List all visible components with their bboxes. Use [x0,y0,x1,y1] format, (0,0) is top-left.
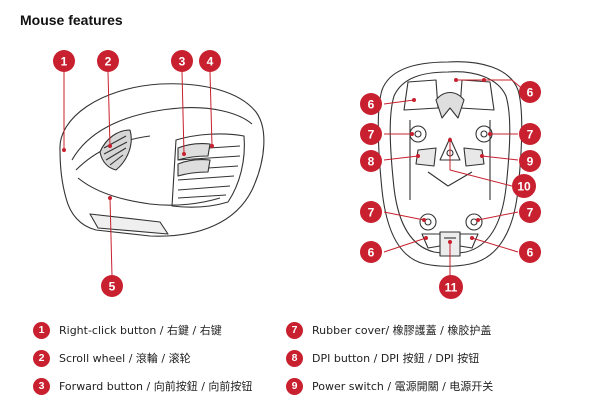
callout-4: 4 [199,50,221,72]
legend-item-9: 9 Power switch / 電源開關 / 电源开关 [286,377,493,395]
side-leader-lines [63,71,213,277]
legend-badge: 9 [286,377,303,395]
page-title: Mouse features [20,12,123,28]
svg-text:7: 7 [527,128,534,142]
svg-text:6: 6 [527,246,534,260]
bottom-callouts: 6 6 7 7 8 9 10 7 7 6 6 11 [360,81,541,299]
legend-badge: 1 [33,321,50,339]
callout-9: 9 [519,150,541,172]
svg-text:6: 6 [368,98,375,112]
svg-text:1: 1 [61,55,68,69]
svg-text:3: 3 [179,55,186,69]
callout-7-lower-left: 7 [360,201,382,223]
svg-text:5: 5 [109,280,116,294]
legend-badge: 2 [33,349,50,367]
legend-item-3: 3 Forward button / 向前按鈕 / 向前按钮 [33,377,252,395]
callout-7-upper-right: 7 [519,123,541,145]
svg-text:7: 7 [368,206,375,220]
svg-text:6: 6 [527,86,534,100]
callout-6-top-right: 6 [519,81,541,103]
callout-6-top-left: 6 [360,93,382,115]
svg-text:9: 9 [527,155,534,169]
svg-text:8: 8 [368,155,375,169]
legend-badge: 3 [33,377,50,395]
callout-8: 8 [360,150,382,172]
callout-5: 5 [101,275,123,297]
svg-text:10: 10 [517,180,531,194]
legend-item-8: 8 DPI button / DPI 按鈕 / DPI 按钮 [286,349,479,367]
mouse-side-view [59,83,265,237]
svg-text:7: 7 [368,128,375,142]
svg-text:11: 11 [445,281,458,295]
callout-7-lower-right: 7 [519,201,541,223]
legend-badge: 7 [286,321,303,339]
callout-11: 11 [439,275,463,299]
svg-text:2: 2 [105,55,112,69]
legend-label: Forward button / 向前按鈕 / 向前按钮 [59,380,253,393]
svg-text:4: 4 [207,55,214,69]
callout-3: 3 [171,50,193,72]
callout-10: 10 [512,174,536,198]
legend-label: Rubber cover/ 橡膠護蓋 / 橡胶护盖 [312,324,492,337]
bottom-leader-dots [410,78,492,244]
legend-label: Power switch / 電源開關 / 电源开关 [312,380,494,393]
legend-item-7: 7 Rubber cover/ 橡膠護蓋 / 橡胶护盖 [286,321,491,339]
legend-label: Scroll wheel / 滾輪 / 滚轮 [59,352,191,365]
callout-6-bottom-right: 6 [519,241,541,263]
callout-7-upper-left: 7 [360,123,382,145]
svg-text:6: 6 [368,246,375,260]
legend-item-1: 1 Right-click button / 右鍵 / 右键 [33,321,222,339]
legend-label: Right-click button / 右鍵 / 右键 [59,324,222,337]
legend-item-2: 2 Scroll wheel / 滾輪 / 滚轮 [33,349,191,367]
legend-badge: 8 [286,349,303,367]
callout-6-bottom-left: 6 [360,241,382,263]
side-callouts: 1 2 3 4 5 [53,50,221,297]
svg-text:7: 7 [527,206,534,220]
side-leader-dots [62,144,214,200]
callout-1: 1 [53,50,75,72]
legend-label: DPI button / DPI 按鈕 / DPI 按钮 [312,352,480,365]
callout-2: 2 [97,50,119,72]
